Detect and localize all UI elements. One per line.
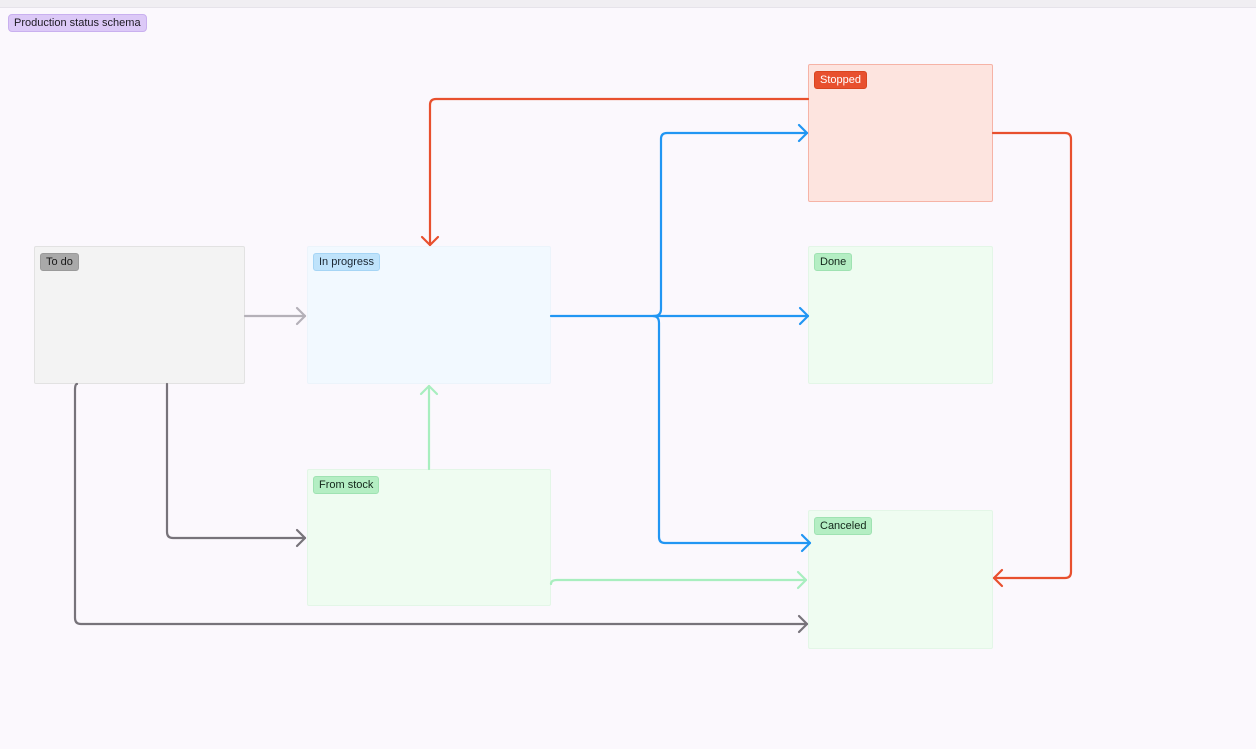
edge-stopped-to-canceled[interactable] [991,131,1073,588]
edge-todo-to-canceled[interactable] [73,382,809,634]
top-toolbar [0,0,1256,8]
node-label-stopped: Stopped [814,71,867,89]
node-done[interactable]: Done [808,246,993,384]
diagram-title: Production status schema [8,14,147,32]
node-in-progress[interactable]: In progress [307,246,551,384]
edge-stopped-to-in-progress[interactable] [420,97,810,247]
edge-todo-to-from-stock[interactable] [165,382,307,548]
node-label-canceled: Canceled [814,517,873,535]
edge-todo-to-in-progress[interactable] [243,306,307,326]
node-label-todo: To do [40,253,79,271]
node-todo[interactable]: To do [34,246,245,384]
node-label-from-stock: From stock [313,476,380,494]
edge-in-progress-to-canceled[interactable] [651,314,812,553]
node-canceled[interactable]: Canceled [808,510,993,649]
edge-in-progress-to-done[interactable] [549,306,810,326]
node-from-stock[interactable]: From stock [307,469,551,606]
node-stopped[interactable]: Stopped [808,64,993,202]
node-label-in-progress: In progress [313,253,381,271]
edge-in-progress-to-stopped[interactable] [652,123,809,318]
edge-from-stock-to-in-progress[interactable] [419,384,439,471]
node-label-done: Done [814,253,853,271]
edge-from-stock-to-canceled[interactable] [549,570,808,590]
